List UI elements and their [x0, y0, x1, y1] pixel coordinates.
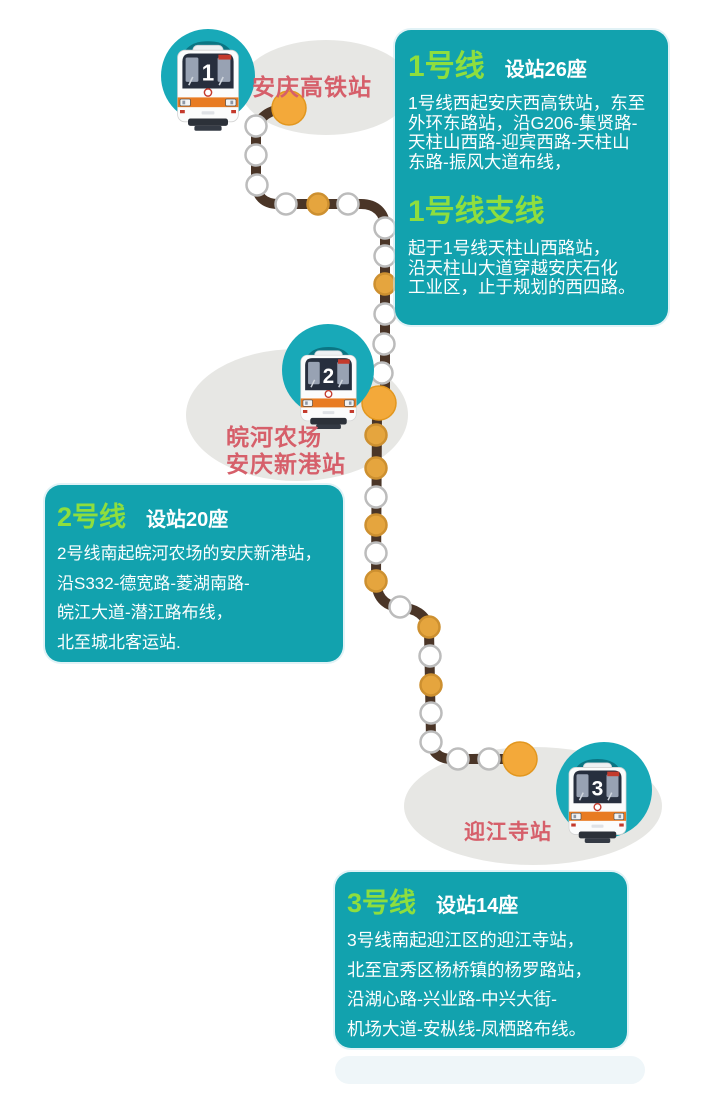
train3-icon: 3: [568, 759, 627, 843]
train-window-left: [308, 361, 320, 385]
train-window-right: [337, 361, 349, 385]
train-plate: [201, 111, 215, 115]
line3-info-card: 3号线 设站14座 3号线南起迎江区的迎江寺站， 北至宜秀区杨桥镇的杨罗路站， …: [335, 872, 627, 1048]
train-marker-light-right: [619, 823, 624, 827]
train1-icon: 1: [177, 41, 239, 131]
train-headlight-left: [302, 399, 313, 407]
terminal-station-dot: [271, 90, 307, 126]
headlight-slit: [618, 814, 622, 819]
line1-title: 1号线: [408, 50, 485, 83]
train2-icon: 2: [300, 346, 357, 430]
line1-description: 1号线西起安庆西高铁站，东至 外环东路站，沿G206-集贤路- 天柱山西路-迎宾…: [408, 93, 646, 172]
train-plate: [591, 824, 604, 828]
train-orange-stripe: [569, 811, 626, 821]
train2-number: 2: [323, 365, 334, 388]
line1-info-card: 1号线 设站26座 1号线西起安庆西高铁站，东至 外环东路站，沿G206-集贤路…: [395, 30, 668, 325]
station-dot: [364, 541, 388, 565]
footer-highlight-strip: [335, 1056, 645, 1084]
station-dot: [336, 192, 360, 216]
train-destination-sign: [337, 359, 350, 364]
line1-station-count: 设站26座: [504, 59, 587, 81]
station-dot: [477, 747, 501, 771]
train3-number: 3: [592, 778, 604, 801]
station-label-yingjiangsi: 迎江寺站: [464, 821, 552, 844]
station-dot: [419, 701, 443, 725]
headlight-slit: [348, 401, 352, 405]
train-marker-light-left: [180, 110, 185, 114]
station-dot: [274, 192, 298, 216]
line1-branch-title-row: 1号线支线: [408, 186, 660, 230]
line1-title-row: 1号线 设站26座: [408, 41, 660, 85]
headlight-slit: [305, 401, 308, 405]
train-wipers: [310, 379, 344, 388]
station-dot: [372, 332, 396, 356]
line2-description: 2号线南起皖河农场的安庆新港站， 沿S332-德宽路-菱湖南路- 皖江大道-潜江…: [57, 544, 322, 652]
headlight-slit: [573, 814, 577, 819]
train-window-left: [576, 774, 589, 798]
line1-branch-title: 1号线支线: [408, 195, 545, 228]
line3-title-row: 3号线 设站14座: [347, 881, 615, 920]
line2-title: 2号线: [57, 502, 127, 532]
station-dot: [244, 114, 268, 138]
station-dot: [244, 143, 268, 167]
transfer-station-dot: [419, 673, 443, 697]
transfer-station-dot: [364, 423, 388, 447]
train-plate: [322, 411, 335, 415]
train-orange-stripe: [300, 398, 357, 408]
train-logo: [324, 389, 333, 398]
train-wipers: [188, 76, 224, 86]
station-dot: [418, 644, 442, 668]
station-dot: [245, 173, 269, 197]
transfer-station-dot: [373, 272, 397, 296]
transfer-station-dot: [364, 513, 388, 537]
train-bumper: [188, 118, 228, 126]
transfer-station-dot: [306, 192, 330, 216]
station-dot: [388, 595, 412, 619]
transfer-station-dot: [417, 615, 441, 639]
terminal-station-dot: [361, 385, 397, 421]
line3-title: 3号线: [347, 888, 417, 918]
headlight-slit: [230, 100, 234, 105]
station-dot: [364, 485, 388, 509]
train-window-left: [185, 57, 199, 82]
train-window-right: [606, 774, 619, 798]
train-bumper: [578, 831, 617, 839]
station-dot: [373, 244, 397, 268]
train-destination-sign: [607, 771, 620, 777]
station-callout-bg-1: [240, 40, 412, 135]
station-label-wanhe-xingang: 皖河农场 安庆新港站: [226, 424, 346, 477]
line2-info-card: 2号线 设站20座 2号线南起皖河农场的安庆新港站， 沿S332-德宽路-菱湖南…: [45, 485, 343, 662]
station-dot: [373, 302, 397, 326]
train-window-right: [217, 57, 231, 82]
line2-title-row: 2号线 设站20座: [57, 495, 331, 534]
train-logo: [593, 802, 602, 812]
train-logo: [203, 88, 213, 97]
station-dot: [370, 361, 394, 385]
train-bumper: [310, 417, 347, 425]
transfer-station-dot: [364, 569, 388, 593]
train-skirt: [584, 838, 611, 843]
line2-station-count: 设站20座: [146, 509, 229, 531]
train-skirt: [194, 125, 222, 131]
train-orange-stripe: [177, 97, 239, 108]
line1-branch-description: 起于1号线天柱山西路站， 沿天柱山大道穿越安庆石化 工业区，止于规划的西四路。: [408, 238, 636, 297]
headlight-slit: [182, 100, 186, 105]
train-marker-light-left: [302, 410, 308, 413]
station-dot: [419, 730, 443, 754]
train-skirt: [316, 424, 341, 430]
terminal-station-dot: [502, 741, 538, 777]
train-marker-light-right: [231, 110, 236, 114]
station-dot: [446, 747, 470, 771]
line3-description: 3号线南起迎江区的迎江寺站， 北至宜秀区杨桥镇的杨罗路站， 沿湖心路-兴业路-中…: [347, 930, 592, 1039]
station-label-anqing-hsr: 安庆高铁站: [252, 74, 372, 100]
train-destination-sign: [218, 54, 232, 60]
train1-number: 1: [202, 60, 214, 85]
train-wipers: [578, 792, 613, 801]
line3-station-count: 设站14座: [436, 895, 519, 917]
train-marker-light-right: [349, 410, 355, 413]
station-dot: [373, 216, 397, 240]
train-marker-light-left: [571, 823, 576, 827]
transfer-station-dot: [364, 456, 388, 480]
